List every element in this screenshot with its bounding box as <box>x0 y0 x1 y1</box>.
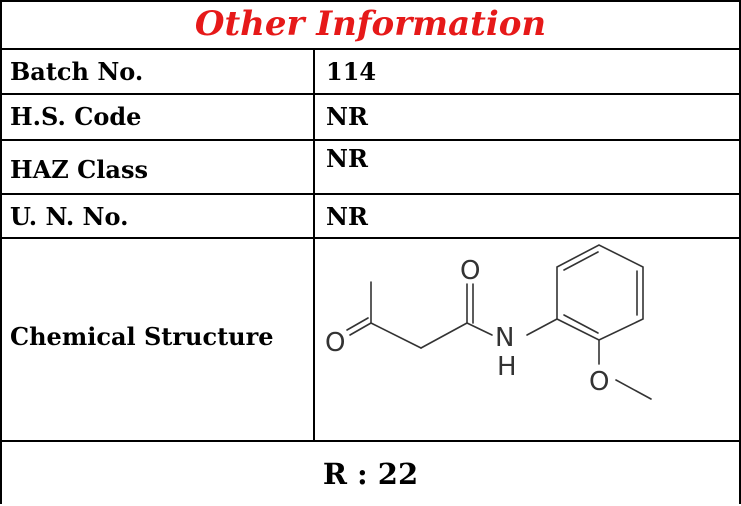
bond <box>420 322 468 349</box>
cell-label: HAZ Class <box>2 141 315 193</box>
cell-value: NR <box>317 195 739 237</box>
batch-no-label: Batch No. <box>10 57 144 86</box>
chemical-structure-diagram: O O N H O <box>325 244 652 400</box>
risk-phrase: R : 22 <box>322 457 419 491</box>
cell-label: U. N. No. <box>2 195 315 237</box>
row-haz-class: HAZ Class NR <box>2 141 739 195</box>
batch-no-value: 114 <box>326 57 377 86</box>
table-title-row: Other Information <box>2 2 739 50</box>
cell-value: NR <box>317 95 739 139</box>
row-hs-code: H.S. Code NR <box>2 95 739 141</box>
bond <box>346 317 369 331</box>
cell-label: Batch No. <box>2 50 315 93</box>
cell-label: H.S. Code <box>2 95 315 139</box>
bond <box>526 318 558 336</box>
hs-code-label: H.S. Code <box>10 102 142 131</box>
row-un-no: U. N. No. NR <box>2 195 739 239</box>
chemical-structure-label: Chemical Structure <box>10 322 274 351</box>
atom-label: O <box>325 328 345 358</box>
benzene-ring <box>556 244 644 341</box>
atom-label: O <box>589 367 609 397</box>
atom-label: H <box>497 352 517 382</box>
cell-value: O O N H O <box>317 239 739 440</box>
bond <box>466 322 493 336</box>
bond <box>563 314 599 334</box>
un-no-value: NR <box>326 202 368 231</box>
bond <box>615 379 652 400</box>
bond <box>349 322 372 336</box>
atom-label: O <box>460 256 480 286</box>
haz-class-value: NR <box>326 144 368 173</box>
cell-label: Chemical Structure <box>2 239 315 440</box>
row-batch-no: Batch No. 114 <box>2 50 739 95</box>
cell-value: NR <box>317 141 739 193</box>
un-no-label: U. N. No. <box>10 202 129 231</box>
hs-code-value: NR <box>326 102 368 131</box>
bond <box>370 322 422 349</box>
row-chemical-structure: Chemical Structure <box>2 239 739 442</box>
bond <box>563 251 599 271</box>
footer-row: R : 22 <box>2 442 739 506</box>
atom-label: N <box>495 323 514 353</box>
haz-class-label: HAZ Class <box>10 155 148 184</box>
cell-value: 114 <box>317 50 739 93</box>
table-title: Other Information <box>194 4 547 44</box>
